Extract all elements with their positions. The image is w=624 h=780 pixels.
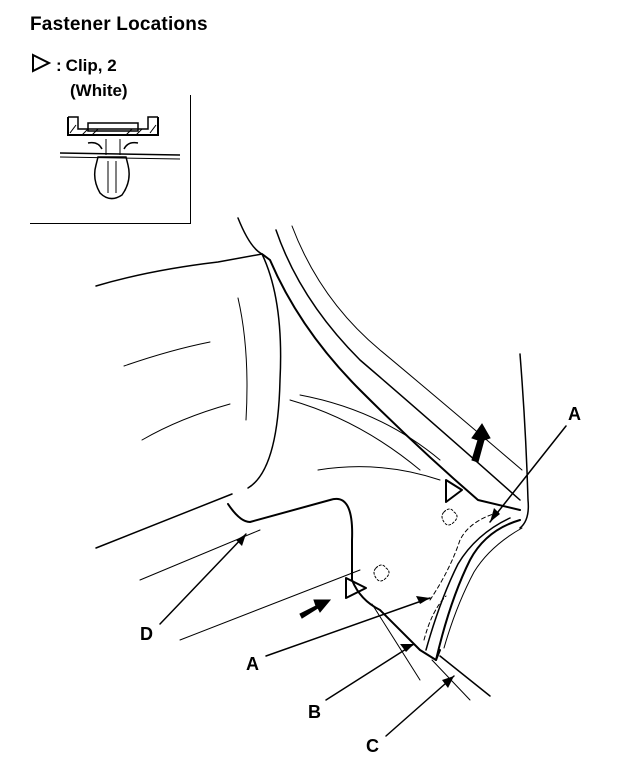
legend-item: Clip, 2: [65, 56, 117, 75]
legend: : Clip, 2 (White): [30, 52, 128, 102]
clip-detail-drawing: [59, 116, 181, 200]
label-b: B: [308, 702, 321, 722]
label-a-lower: A: [246, 654, 259, 674]
label-d: D: [140, 624, 153, 644]
triangle-outline-icon: [30, 52, 52, 80]
legend-separator: :: [56, 56, 62, 75]
legend-color-note: (White): [70, 81, 128, 100]
label-c: C: [366, 736, 379, 756]
diagram-title: Fastener Locations: [30, 14, 208, 35]
clip-detail-inset: [30, 95, 191, 224]
label-a-upper: A: [568, 404, 581, 424]
